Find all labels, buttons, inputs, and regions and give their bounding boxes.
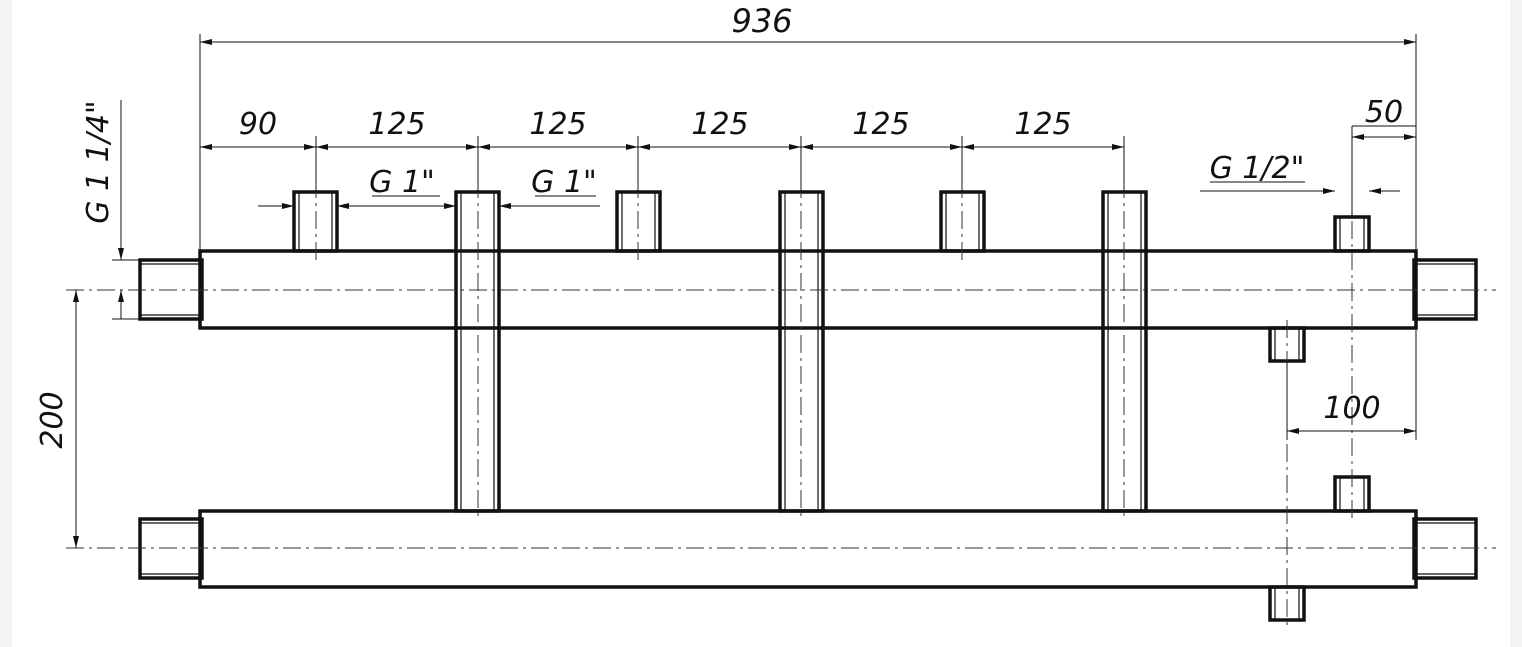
short-branch-pipes <box>292 190 986 253</box>
dim-overall-length: 936 <box>731 2 792 40</box>
hydraulic-manifold-drawing: 936 90 125 125 125 125 125 50 100 G 1" G… <box>35 2 1496 628</box>
dim-spacing-1: 125 <box>368 107 425 142</box>
dim-offset-right-lower: 100 <box>1323 391 1380 426</box>
dim-offset-right-top: 50 <box>1365 95 1403 130</box>
thread-small: G 1/2" <box>1210 151 1305 186</box>
dim-header-distance: 200 <box>35 391 70 448</box>
dim-spacing-2: 125 <box>529 107 586 142</box>
dim-spacing-3: 125 <box>691 107 748 142</box>
thread-branch-a: G 1" <box>369 165 435 200</box>
thread-branch-b: G 1" <box>531 165 597 200</box>
center-lines <box>66 132 1496 628</box>
dimension-lines <box>73 34 1417 548</box>
dim-spacing-5: 125 <box>1014 107 1071 142</box>
thread-main: G 1 1/4" <box>81 100 116 224</box>
drawing-sheet: 936 90 125 125 125 125 125 50 100 G 1" G… <box>12 0 1510 647</box>
dimension-labels: 936 90 125 125 125 125 125 50 100 G 1" G… <box>35 2 1403 449</box>
dim-spacing-first: 90 <box>239 107 277 142</box>
dim-spacing-4: 125 <box>852 107 909 142</box>
lower-header <box>138 509 1478 589</box>
